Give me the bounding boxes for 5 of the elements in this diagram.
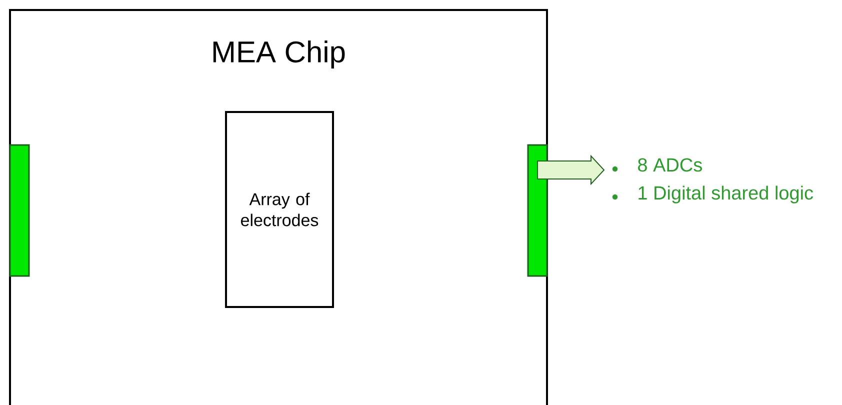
connector-bar — [527, 144, 548, 277]
electrode-array-box: Array of electrodes — [225, 111, 334, 308]
bullet-list: 8 ADCs 1 Digital shared logic — [638, 158, 814, 204]
connector-bar — [9, 144, 30, 277]
block-arrow — [537, 154, 605, 186]
